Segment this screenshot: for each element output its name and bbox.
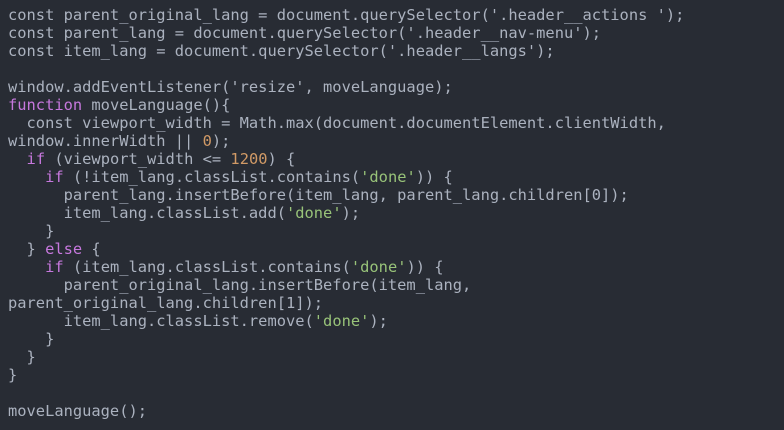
code-token-plain (8, 168, 45, 186)
code-token-string: 'done' (350, 258, 407, 276)
code-token-keyword: if (45, 168, 64, 186)
code-token-plain: moveLanguage(); (8, 402, 147, 420)
code-token-plain: } (8, 222, 55, 240)
code-token-keyword: if (45, 258, 64, 276)
code-line: item_lang.classList.remove('done'); (8, 312, 784, 330)
code-token-plain: ); (369, 312, 388, 330)
code-token-plain: ) { (267, 150, 296, 168)
code-token-keyword: else (45, 240, 83, 258)
code-line: window.innerWidth || 0); (8, 132, 784, 150)
code-token-string: 'done' (285, 204, 342, 222)
code-token-plain: window.addEventListener('resize', moveLa… (8, 78, 453, 96)
code-token-plain: } (8, 330, 55, 348)
code-token-plain: } (8, 240, 46, 258)
code-token-plain: } (8, 366, 18, 384)
code-token-plain: window.innerWidth || (8, 132, 203, 150)
code-token-plain: (item_lang.classList.contains( (63, 258, 351, 276)
code-line (8, 384, 784, 402)
code-token-plain: ); (341, 204, 361, 222)
code-token-plain: )) { (415, 168, 453, 186)
code-token-plain: const parent_lang = document.querySelect… (8, 24, 602, 42)
code-token-keyword: function (8, 96, 83, 114)
code-line: const parent_lang = document.querySelect… (8, 24, 784, 42)
code-token-string: 'done' (360, 168, 416, 186)
code-token-plain: item_lang.classList.remove( (8, 312, 314, 330)
code-token-plain: const item_lang = document.querySelector… (8, 42, 555, 60)
code-line: item_lang.classList.add('done'); (8, 204, 784, 222)
code-token-plain: parent_lang.insertBefore(item_lang, pare… (8, 186, 629, 204)
code-line: } (8, 366, 784, 384)
code-line: } (8, 330, 784, 348)
code-token-plain (8, 150, 27, 168)
code-line: if (item_lang.classList.contains('done')… (8, 258, 784, 276)
code-line: window.addEventListener('resize', moveLa… (8, 78, 784, 96)
code-token-plain: } (8, 348, 36, 366)
code-line: parent_original_lang.insertBefore(item_l… (8, 276, 784, 294)
code-line: function moveLanguage(){ (8, 96, 784, 114)
code-token-plain: (viewport_width <= (45, 150, 231, 168)
code-token-plain: (!item_lang.classList.contains( (63, 168, 361, 186)
code-line: parent_lang.insertBefore(item_lang, pare… (8, 186, 784, 204)
code-token-plain: const parent_original_lang = document.qu… (8, 6, 685, 24)
code-token-plain: const viewport_width = Math.max(document… (8, 114, 666, 132)
code-token-plain (8, 258, 45, 276)
code-line: if (viewport_width <= 1200) { (8, 150, 784, 168)
code-line: if (!item_lang.classList.contains('done'… (8, 168, 784, 186)
code-line (8, 60, 784, 78)
code-token-plain: ); (211, 132, 231, 150)
code-line: const item_lang = document.querySelector… (8, 42, 784, 60)
code-token-string: 'done' (313, 312, 370, 330)
code-line: moveLanguage(); (8, 402, 784, 420)
code-token-plain: item_lang.classList.add( (8, 204, 286, 222)
code-line: } (8, 348, 784, 366)
code-line: } (8, 222, 784, 240)
code-line: } else { (8, 240, 784, 258)
code-line: const parent_original_lang = document.qu… (8, 6, 784, 24)
code-token-plain: )) { (406, 258, 444, 276)
code-line: const viewport_width = Math.max(document… (8, 114, 784, 132)
code-token-number: 0 (202, 132, 212, 150)
code-token-plain: parent_original_lang.insertBefore(item_l… (8, 276, 472, 294)
code-token-number: 1200 (230, 150, 268, 168)
code-line: parent_original_lang.children[1]); (8, 294, 784, 312)
code-token-plain: moveLanguage(){ (82, 96, 231, 114)
code-token-plain: parent_original_lang.children[1]); (8, 294, 324, 312)
code-token-keyword: if (26, 150, 46, 168)
code-token-plain: { (82, 240, 101, 258)
